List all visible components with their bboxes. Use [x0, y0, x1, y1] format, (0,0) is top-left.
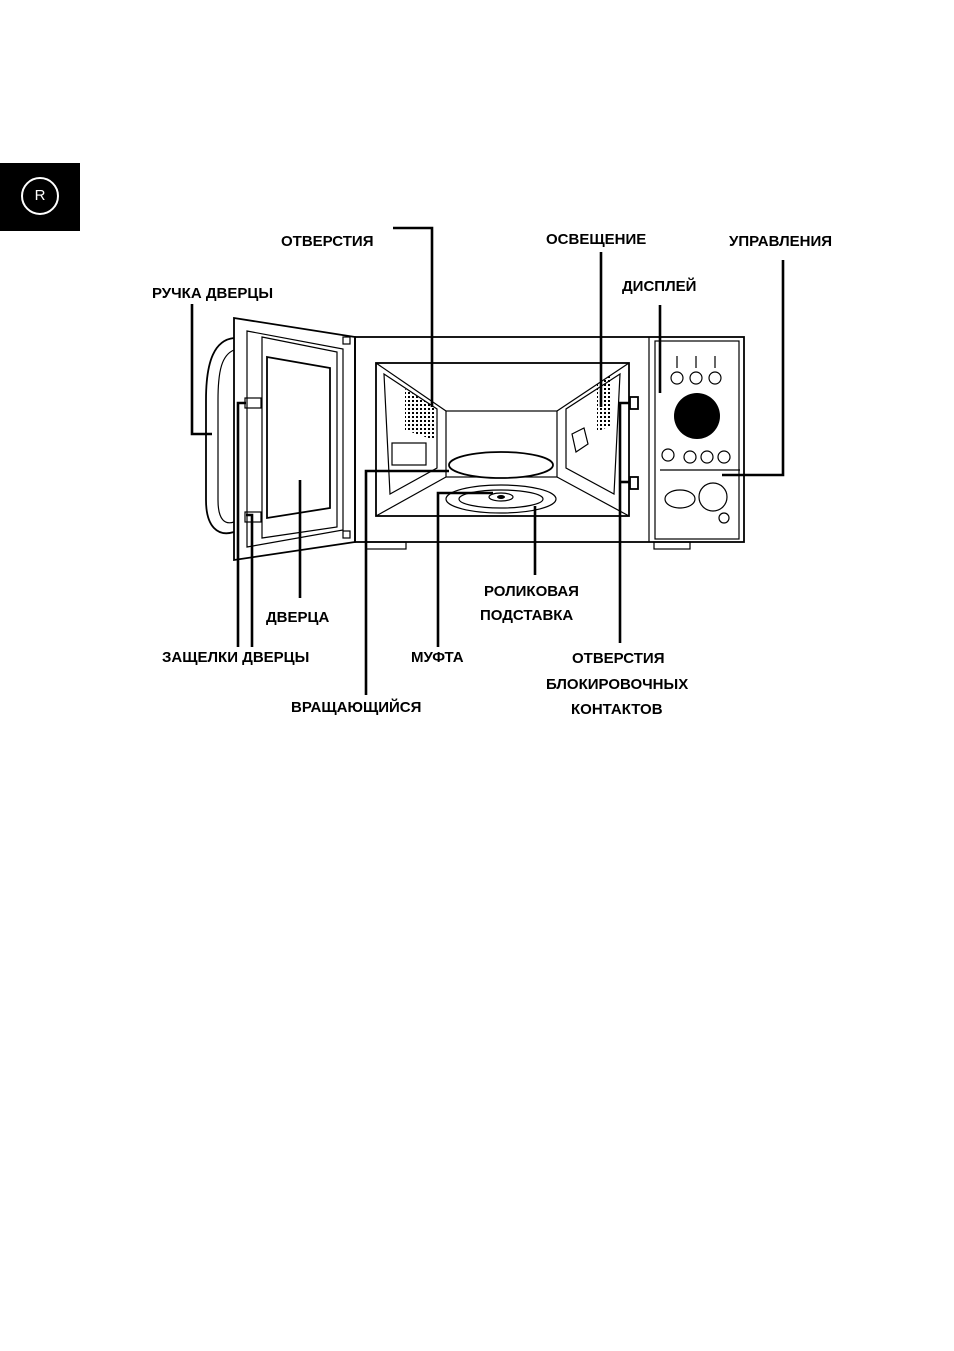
label-turntable: ВРАЩАЮЩИЙСЯ: [291, 698, 421, 716]
label-display: ДИСПЛЕЙ: [622, 277, 696, 295]
label-door: ДВЕРЦА: [266, 609, 329, 626]
vent-holes: [405, 389, 434, 440]
label-roller-ring-line1: РОЛИКОВАЯ: [484, 583, 579, 600]
display-dial: [674, 393, 720, 439]
control-panel: [655, 341, 740, 539]
label-door-latches: ЗАЩЕЛКИ ДВЕРЦЫ: [162, 649, 309, 666]
waveguide-cover: [392, 443, 426, 465]
control-button-4: [662, 449, 674, 461]
label-vents: ОТВЕРСТИЯ: [281, 233, 373, 250]
control-button-7: [718, 451, 730, 463]
start-button: [665, 490, 695, 508]
interlock-holes: [630, 397, 638, 489]
label-coupler: МУФТА: [411, 649, 464, 666]
control-button-6: [701, 451, 713, 463]
light-cover: [572, 428, 588, 452]
label-interlock-line2: БЛОКИРОВОЧНЫХ: [546, 676, 688, 693]
light-grille: [597, 375, 612, 432]
control-button-5: [684, 451, 696, 463]
label-door-handle: РУЧКА ДВЕРЦЫ: [152, 285, 273, 302]
label-interlock-line3: КОНТАКТОВ: [571, 701, 663, 718]
label-interlock-line1: ОТВЕРСТИЯ: [572, 650, 664, 667]
control-button-2: [690, 372, 702, 384]
label-controls: УПРАВЛЕНИЯ: [729, 233, 832, 250]
turntable-tray: [449, 452, 553, 478]
door-release-button: [719, 513, 729, 523]
control-button-1: [671, 372, 683, 384]
label-roller-ring-line2: ПОДСТАВКА: [480, 607, 573, 624]
label-light: ОСВЕЩЕНИЕ: [546, 231, 646, 248]
door-handle: [206, 338, 234, 533]
control-button-3: [709, 372, 721, 384]
selector-dial: [699, 483, 727, 511]
